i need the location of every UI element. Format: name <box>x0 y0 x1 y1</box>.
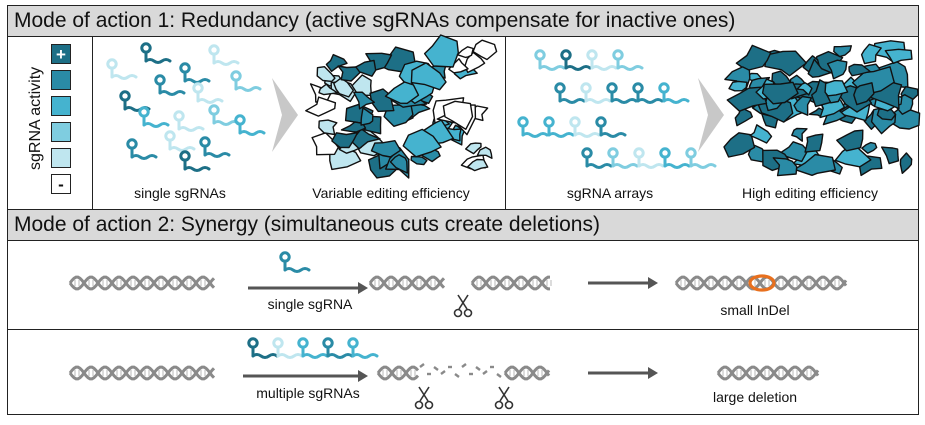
sgrna-icon <box>234 114 266 136</box>
sgrna-icon <box>543 116 575 138</box>
legend-box <box>51 96 71 116</box>
sgrna-icon <box>659 147 691 169</box>
sgrna-icon <box>230 70 262 92</box>
scissors-icon <box>453 294 473 318</box>
sgrna-icon <box>595 116 627 138</box>
mode2-header: Mode of action 2: Synergy (simultaneous … <box>7 209 919 241</box>
process-arrow <box>243 370 368 382</box>
sgrna-icon <box>106 58 138 80</box>
high-efficiency-label: High editing efficiency <box>742 185 878 201</box>
sgrna-icon <box>517 116 549 138</box>
sgrna-icon <box>580 82 612 104</box>
sgrna-icon <box>247 337 279 359</box>
sgrna-icon <box>272 337 304 359</box>
process-arrow <box>248 282 368 294</box>
sgrna-icon <box>138 106 170 128</box>
sgrna-icon <box>534 49 566 71</box>
process-arrow <box>272 78 298 152</box>
single-sgrna-label: single sgRNA <box>267 296 353 312</box>
sgrna-icon <box>179 62 211 84</box>
scissors-icon <box>494 386 514 410</box>
legend-box <box>51 70 71 90</box>
sgrna-icon <box>586 49 618 71</box>
sgrna-icon <box>279 251 311 273</box>
dna-helix <box>376 365 420 381</box>
sgrna-icon <box>554 82 586 104</box>
single-sgrnas-label: single sgRNAs <box>134 185 226 201</box>
sgrna-icon <box>154 74 186 96</box>
legend-box <box>51 148 71 168</box>
sgrna-icon <box>126 138 158 160</box>
sgrna-icon <box>297 337 329 359</box>
sgrna-icon <box>633 147 665 169</box>
process-arrow <box>588 367 658 379</box>
dna-helix <box>503 365 551 381</box>
scissors-icon <box>414 386 434 410</box>
edited-cells <box>305 34 498 179</box>
sgrna-icon <box>569 116 601 138</box>
variable-efficiency-label: Variable editing efficiency <box>312 185 470 201</box>
single-sgrna-cluster <box>106 42 266 172</box>
sgrna-icon <box>192 82 224 104</box>
large-deletion-label: large deletion <box>712 389 798 405</box>
dna-helix <box>68 275 216 291</box>
process-arrow <box>588 277 658 289</box>
edited-cells <box>723 40 921 177</box>
deleted-dna <box>716 365 820 381</box>
sgrna-icon <box>164 130 196 152</box>
multi-cut-pathway <box>68 337 820 410</box>
multiple-sgrnas-label: multiple sgRNAs <box>256 385 360 401</box>
sgrna-icon <box>347 337 379 359</box>
sgrna-icon <box>632 82 664 104</box>
sgrna-arrays-label: sgRNA arrays <box>566 185 654 201</box>
sgrna-icon <box>208 44 240 66</box>
sgrna-icon <box>607 147 639 169</box>
sgrna-icon <box>612 49 644 71</box>
sgrna-icon <box>606 82 638 104</box>
dna-helix <box>68 365 216 381</box>
dna-helix <box>368 275 446 291</box>
legend-box <box>51 122 71 142</box>
sgrna-icon <box>560 49 592 71</box>
process-arrow <box>698 78 724 152</box>
sgrna-array-cluster <box>517 49 717 169</box>
sgrna-icon <box>179 150 211 172</box>
sgrna-icon <box>658 82 690 104</box>
sgrna-icon <box>199 136 231 158</box>
sgrna-icon <box>322 337 354 359</box>
deleted-fragment <box>419 363 502 378</box>
sgrna-icon <box>581 147 613 169</box>
sgrna-icon <box>140 42 172 64</box>
sgrna-icon <box>173 110 205 132</box>
small-indel-label: small InDel <box>720 302 790 318</box>
indel-site <box>748 274 776 292</box>
sgrna-icon <box>208 104 240 126</box>
single-cut-pathway <box>68 251 848 318</box>
multi-cut-panel <box>7 329 919 415</box>
legend-box: - <box>51 174 71 194</box>
sgrna-icon <box>685 147 717 169</box>
dna-helix <box>470 275 552 291</box>
indel-dna <box>674 274 848 292</box>
legend-box: + <box>51 44 71 64</box>
